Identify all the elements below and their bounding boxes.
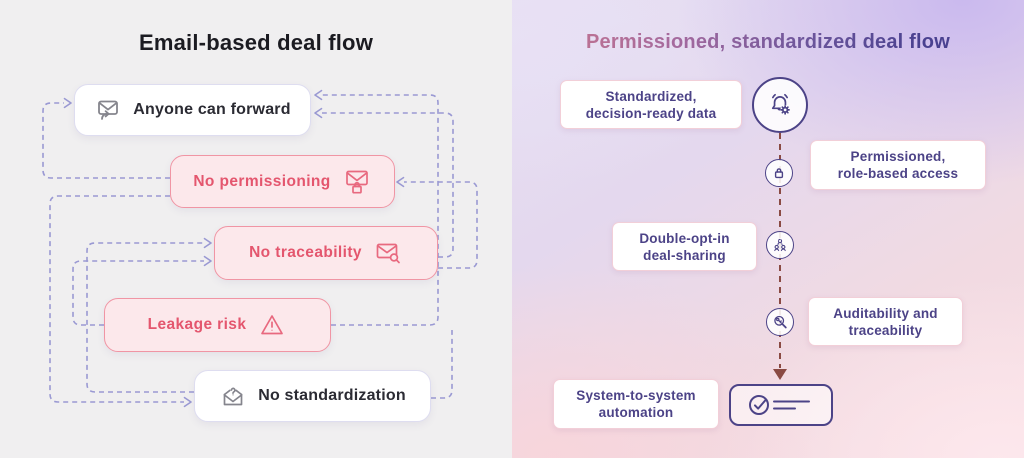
envelope-question-icon	[223, 387, 243, 406]
permissioned-deal-flow-panel: Permissioned, standardized deal flow Sta…	[512, 0, 1024, 458]
label-line: traceability	[848, 322, 923, 338]
flow-arrowhead	[773, 369, 787, 380]
step-label-standardized-data: Standardized, decision-ready data	[560, 80, 742, 129]
check-list-icon	[749, 395, 810, 415]
step-circle-standardized-data	[752, 77, 808, 133]
node-no-standardization: No standardization	[194, 370, 431, 422]
warning-triangle-icon	[261, 315, 284, 335]
envelope-forward-icon	[98, 100, 119, 120]
left-panel-title: Email-based deal flow	[138, 30, 374, 55]
node-no-permissioning: No permissioning	[170, 155, 395, 208]
step-circle-auditability	[766, 308, 794, 336]
node-anyone-can-forward: Anyone can forward	[74, 84, 311, 136]
label-line: deal-sharing	[643, 247, 726, 263]
step-circle-permissioned-access	[765, 159, 793, 187]
label-line: role-based access	[837, 166, 959, 181]
vertical-flow-line	[773, 133, 787, 380]
bell-gear-icon	[771, 93, 790, 115]
tangled-connector-lines	[42, 89, 478, 408]
envelope-lock-icon	[345, 170, 368, 194]
step-label-double-opt-in: Double-opt-in deal-sharing	[612, 222, 757, 271]
step-label-auditability: Auditability and traceability	[808, 297, 963, 346]
right-panel-title: Permissioned, standardized deal flow	[512, 31, 1024, 54]
envelope-search-icon	[376, 243, 400, 264]
label-line: decision-ready data	[585, 105, 717, 121]
node-label: No traceability	[249, 244, 362, 261]
automation-endpoint-box	[729, 384, 833, 426]
node-label: No standardization	[258, 387, 406, 404]
label-line: automation	[598, 405, 674, 420]
double-opt-in-icon	[774, 238, 786, 252]
lock-icon	[774, 168, 784, 179]
node-label: Anyone can forward	[133, 101, 291, 118]
label-line: Double-opt-in	[639, 230, 730, 246]
label-line: Permissioned,	[850, 149, 946, 164]
step-label-automation: System-to-system automation	[553, 379, 719, 429]
step-label-permissioned-access: Permissioned, role-based access	[810, 140, 986, 190]
node-label: No permissioning	[193, 172, 331, 190]
node-leakage-risk: Leakage risk	[104, 298, 331, 352]
label-line: Auditability and	[833, 305, 938, 321]
label-line: System-to-system	[576, 388, 696, 403]
label-line: Standardized,	[605, 88, 697, 104]
email-deal-flow-panel: Email-based deal flow	[0, 0, 512, 458]
node-label: Leakage risk	[147, 316, 247, 333]
node-no-traceability: No traceability	[214, 226, 438, 280]
step-circle-double-opt-in	[766, 231, 794, 259]
audit-search-icon	[774, 315, 787, 329]
